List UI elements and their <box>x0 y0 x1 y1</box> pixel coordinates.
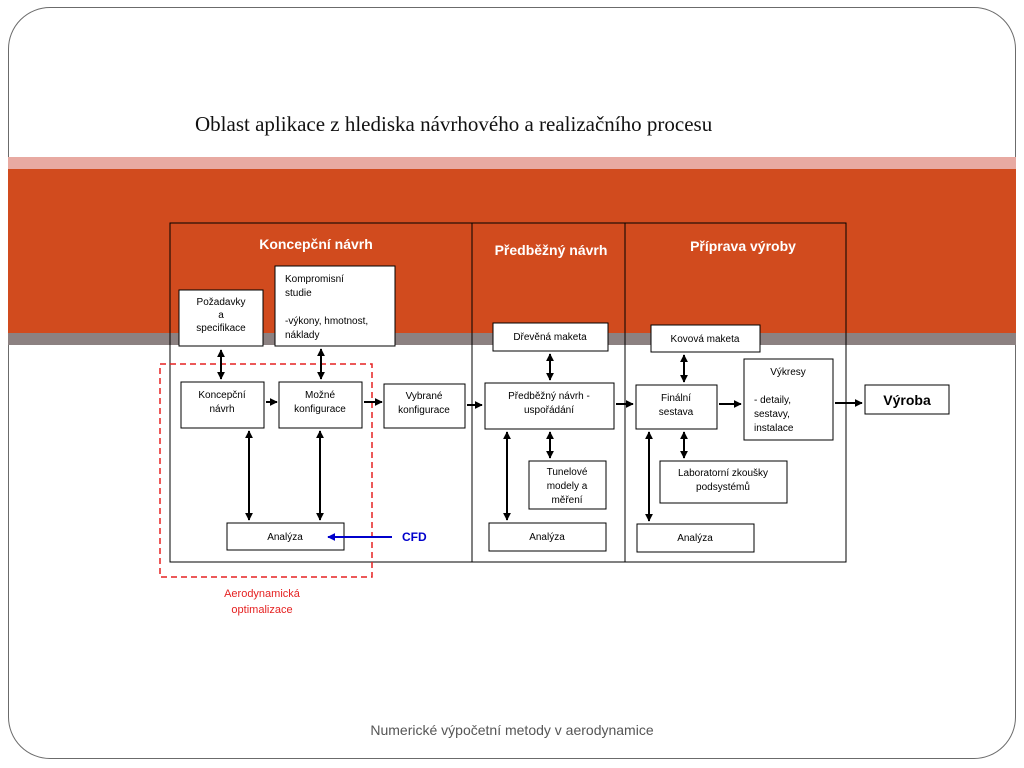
tunnel-models-line2: modely a <box>547 481 588 492</box>
possible-configs-line2: konfigurace <box>294 404 346 415</box>
lab-tests-box <box>659 460 788 504</box>
possible-configs-line1: Možné <box>305 390 335 401</box>
final-assembly-line1: Finální <box>661 393 691 404</box>
slide-footer: Numerické výpočetní metody v aerodynamic… <box>370 722 654 738</box>
compromise-line2: studie <box>285 288 312 299</box>
compromise-study-box <box>274 265 396 347</box>
tunnel-models-line1: Tunelové <box>547 467 588 478</box>
drawings-line4: sestavy, <box>754 409 790 420</box>
requirements-line1: Požadavky <box>197 297 246 308</box>
aero-label-line1: Aerodynamická <box>224 588 301 600</box>
tunnel-models-box <box>528 460 607 510</box>
final-assembly-box <box>635 384 718 430</box>
analysis-box-concept <box>226 522 345 551</box>
compromise-line4: -výkony, hmotnost, <box>285 316 368 327</box>
metal-model-label: Kovová maketa <box>671 334 740 345</box>
aero-optimization-region <box>159 363 373 578</box>
prelim-layout-line2: uspořádání <box>524 405 574 416</box>
section-frame-production-prep <box>624 222 847 563</box>
analysis-preliminary-label: Analýza <box>529 532 565 543</box>
section-heading-concept: Koncepční návrh <box>259 236 373 252</box>
prelim-layout-box <box>484 382 615 430</box>
analysis-box-preliminary <box>488 522 607 552</box>
final-assembly-line2: sestava <box>659 407 694 418</box>
requirements-box <box>178 289 264 347</box>
metal-model-box <box>650 324 761 353</box>
requirements-line3: specifikace <box>196 323 246 334</box>
tunnel-models-line3: měření <box>551 495 582 506</box>
wooden-model-box <box>492 322 609 352</box>
production-box <box>864 384 950 415</box>
lab-tests-line1: Laboratorní zkoušky <box>678 468 768 479</box>
section-heading-preliminary: Předběžný návrh <box>495 242 608 258</box>
requirements-line2: a <box>218 310 224 321</box>
compromise-line5: náklady <box>285 330 319 341</box>
section-heading-production-prep: Příprava výroby <box>690 238 796 254</box>
pink-band <box>8 157 1016 169</box>
aero-label-line2: optimalizace <box>231 604 292 616</box>
drawings-box <box>743 358 834 441</box>
concept-design-line2: návrh <box>209 404 234 415</box>
selected-configs-line2: konfigurace <box>398 405 450 416</box>
drawings-line3: - detaily, <box>754 395 791 406</box>
selected-configs-box <box>383 383 466 429</box>
analysis-box-production <box>636 523 755 553</box>
slide-title: Oblast aplikace z hlediska návrhového a … <box>195 112 713 136</box>
analysis-production-label: Analýza <box>677 533 713 544</box>
concept-design-box <box>180 381 265 429</box>
selected-configs-line1: Vybrané <box>406 391 443 402</box>
possible-configs-box <box>278 381 363 429</box>
compromise-line1: Kompromisní <box>285 274 344 285</box>
concept-design-line1: Koncepční <box>198 390 245 401</box>
drawings-line5: instalace <box>754 423 794 434</box>
prelim-layout-line1: Předběžný návrh - <box>508 391 590 402</box>
wooden-model-label: Dřevěná maketa <box>513 332 587 343</box>
lab-tests-line2: podsystémů <box>696 481 750 493</box>
cfd-label: CFD <box>402 530 427 544</box>
red-band <box>8 169 1016 333</box>
production-label: Výroba <box>883 392 931 408</box>
analysis-concept-label: Analýza <box>267 532 303 543</box>
drawings-line1: Výkresy <box>770 367 806 378</box>
